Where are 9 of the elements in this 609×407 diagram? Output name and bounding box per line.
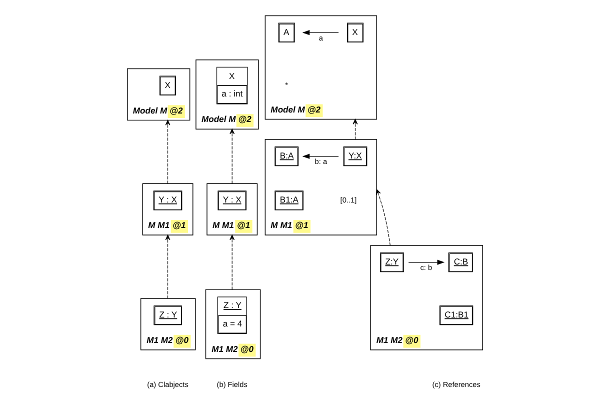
arrow xyxy=(302,30,338,36)
arrow xyxy=(408,260,444,265)
arrow xyxy=(164,234,170,299)
arrow xyxy=(352,118,358,140)
arrow xyxy=(229,234,234,290)
arrow xyxy=(164,120,170,184)
arrow xyxy=(229,128,234,184)
arrow xyxy=(376,189,390,246)
arrow xyxy=(302,154,338,159)
